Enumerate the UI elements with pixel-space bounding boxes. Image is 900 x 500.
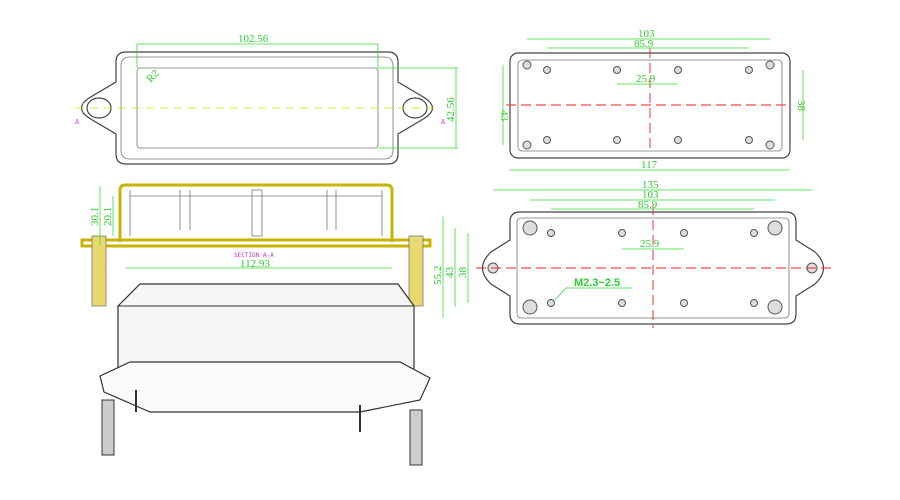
- section-title: SECTION A-A: [234, 252, 274, 259]
- dim-flange-outer: 103: [642, 189, 659, 201]
- section-mark-left: A: [75, 118, 80, 126]
- dim-flange-holes: 85.9: [638, 199, 658, 211]
- dim-inner-height-right: 38: [795, 100, 807, 112]
- dim-flange-total: 135: [642, 179, 659, 191]
- dim-inner-height-left: 43: [498, 110, 510, 122]
- dim-section-height-inner: 20.1: [102, 207, 114, 226]
- isometric-view: [99, 283, 431, 466]
- section-mark-right: A: [441, 118, 446, 126]
- dim-section-height-outer: 30.1: [89, 207, 101, 226]
- section-view: 30.1 20.1 SECTION A-A 112.93: [80, 183, 432, 307]
- dim-section-length: 112.93: [240, 258, 270, 270]
- screw-note: M2.3~2.5: [574, 277, 620, 289]
- dim-inner-total: 117: [641, 159, 658, 171]
- base-flange-view: 135 103 85.9 25.9 55.2 43 38 M2.3~2.5: [432, 179, 836, 328]
- dim-flange-center: 25.9: [640, 238, 660, 250]
- top-view: 102.56 R2 42.56 A A: [75, 33, 458, 165]
- dim-flange-h2: 43: [444, 267, 456, 279]
- dim-inner-center: 25.9: [636, 73, 656, 85]
- base-inner-view: 103 85.9 25.9 43 38 117: [498, 28, 807, 171]
- dim-radius: R2: [144, 68, 162, 86]
- dim-inner-holes: 85.9: [634, 38, 654, 50]
- dim-inner-outer: 103: [638, 28, 655, 40]
- dim-lid-width: 102.56: [238, 33, 269, 45]
- dim-lid-height: 42.56: [445, 97, 457, 122]
- dim-flange-h1: 55.2: [432, 266, 444, 285]
- dim-flange-h3: 38: [457, 267, 469, 279]
